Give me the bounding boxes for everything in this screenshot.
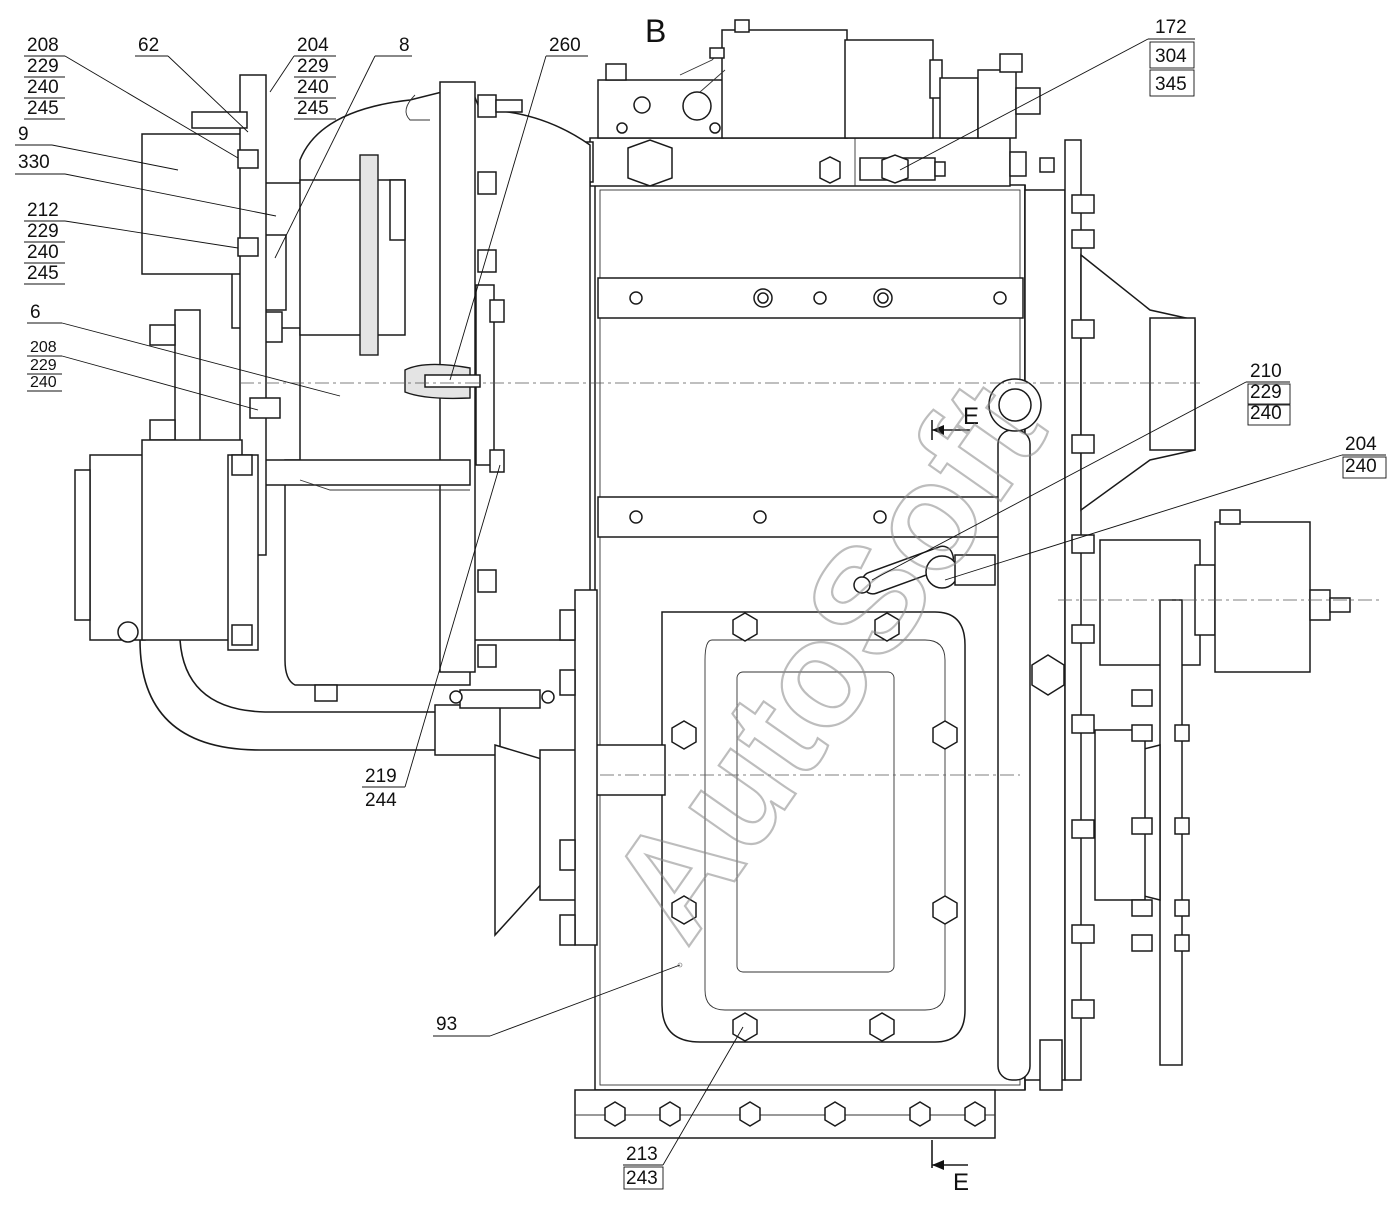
callout-93: 93: [433, 964, 681, 1037]
right-pump: [1094, 509, 1351, 1066]
callout-number: 244: [365, 790, 397, 811]
callout-number: 62: [138, 35, 159, 56]
callout-260: 260: [449, 35, 588, 381]
left-housing: [231, 81, 591, 702]
callout-8: 8: [274, 35, 412, 259]
callout-number: 229: [297, 56, 329, 77]
callout-number: 245: [27, 263, 59, 284]
callout-number: 204: [1345, 434, 1377, 455]
callout-number: 8: [399, 35, 410, 56]
callout-number: 219: [365, 766, 397, 787]
callout-number: 172: [1155, 17, 1187, 38]
callout-number: 240: [27, 242, 59, 263]
callout-172: 172 304 345: [899, 17, 1195, 171]
callout-62: 62: [135, 35, 249, 133]
left-pump: [74, 74, 281, 651]
housing-bolts: [477, 94, 523, 668]
right-housing: [853, 139, 1196, 1091]
callout-9: 9: [15, 124, 179, 171]
callout-330: 330: [15, 152, 277, 217]
callout-number: 245: [297, 98, 329, 119]
callout-number: 345: [1155, 74, 1187, 95]
callout-number: 9: [18, 124, 29, 145]
callout-number: 229: [30, 357, 57, 374]
callout-number: 6: [30, 302, 41, 323]
bottom-cover: [594, 611, 966, 1043]
section-label-top: E: [963, 403, 979, 430]
bottom-flange-bolts: [604, 1101, 986, 1127]
callout-number: 260: [549, 35, 581, 56]
oil-hose: [139, 639, 555, 756]
callout-number: 240: [27, 77, 59, 98]
callout-number: 212: [27, 200, 59, 221]
callout-number: 210: [1250, 361, 1282, 382]
callout-number: 245: [27, 98, 59, 119]
lower-left-pulley: [494, 589, 598, 946]
callout-number: 208: [27, 35, 59, 56]
callout-number: 330: [18, 152, 50, 173]
callout-number: 240: [297, 77, 329, 98]
callout-number: 229: [27, 221, 59, 242]
view-label: B: [645, 13, 666, 49]
callout-number: 240: [30, 374, 57, 391]
centerlines: [240, 382, 1380, 776]
rib-bolts: [629, 288, 1007, 524]
callout-number: 208: [30, 339, 57, 356]
callout-number: 229: [27, 56, 59, 77]
callout-number: 240: [1250, 403, 1282, 424]
callout-number: 240: [1345, 456, 1377, 477]
callout-number: 204: [297, 35, 329, 56]
callout-number: 304: [1155, 46, 1187, 67]
callout-number: 213: [626, 1144, 658, 1165]
callout-208b: 208 229 240: [27, 339, 259, 411]
callout-6: 6: [27, 302, 341, 397]
section-e-bottom: E: [931, 1140, 969, 1196]
callout-number: 243: [626, 1168, 658, 1189]
callout-number: 93: [436, 1014, 457, 1035]
right-pump-bolts: [1131, 689, 1190, 952]
section-label-bottom: E: [953, 1169, 969, 1196]
right-bolts: [1071, 194, 1095, 1019]
callout-number: 229: [1250, 382, 1282, 403]
section-e-top: E: [931, 403, 979, 440]
